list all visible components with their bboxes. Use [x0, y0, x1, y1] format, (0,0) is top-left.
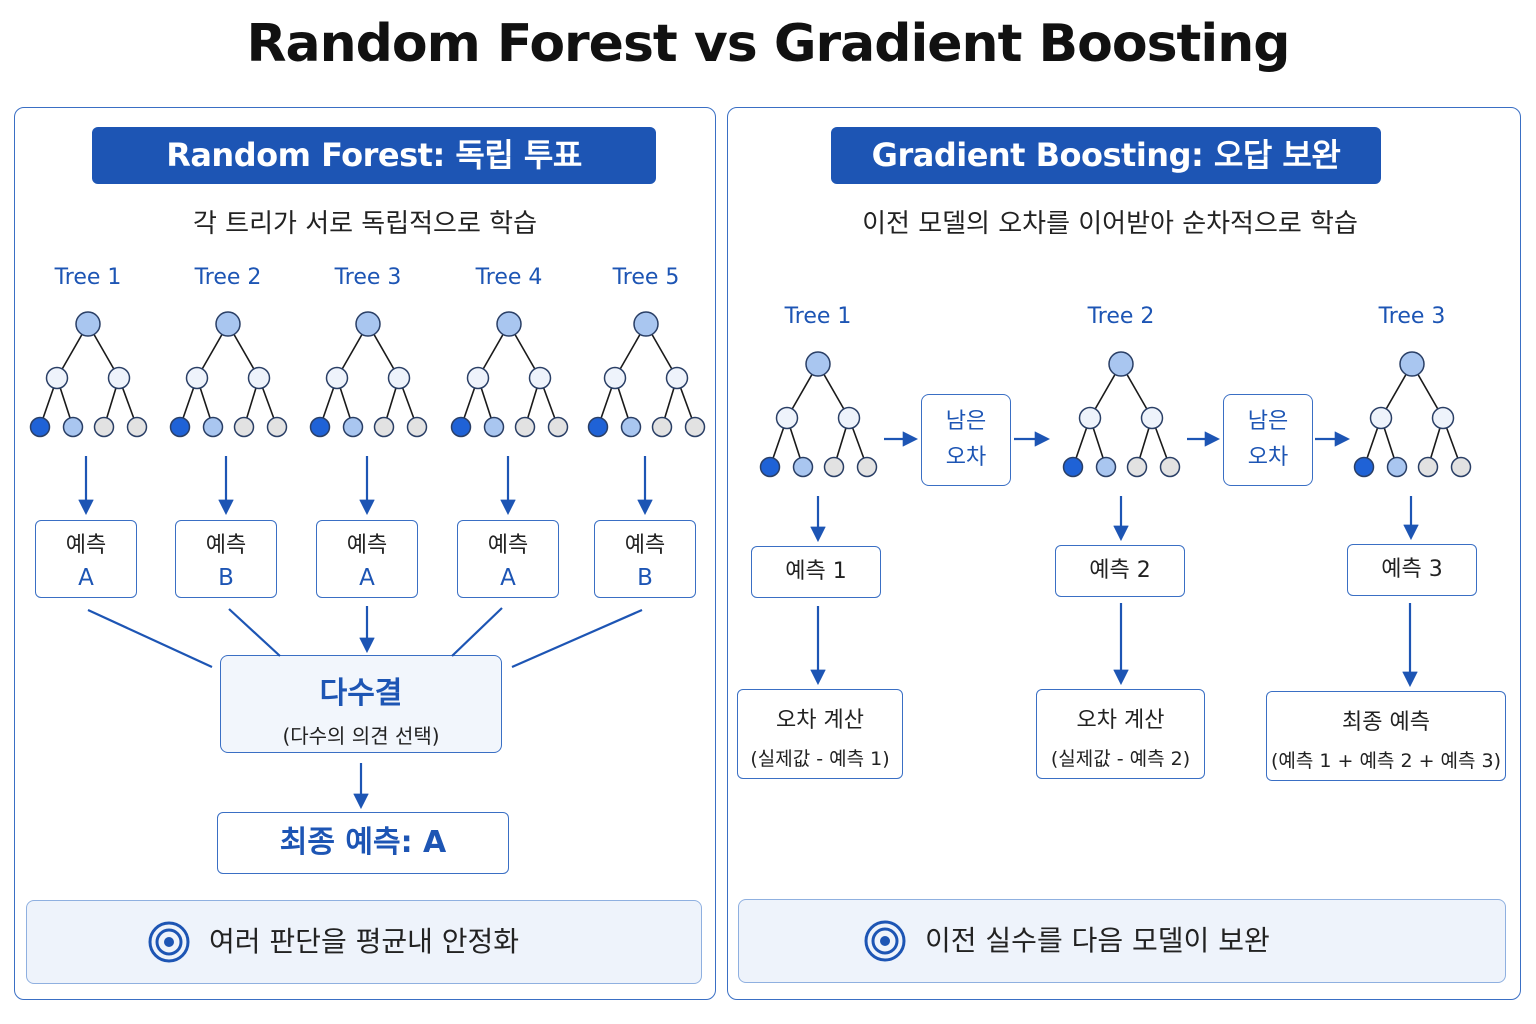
residual-error-box: 남은 오차 [1223, 394, 1313, 486]
gb-error-box: 오차 계산 (실제값 - 예측 2) [1036, 689, 1205, 779]
rf-tree-label: Tree 2 [194, 265, 262, 290]
target-icon [864, 920, 906, 962]
error-subtitle: (실제값 - 예측 1) [750, 748, 890, 770]
majority-vote-box: 다수결 (다수의 의견 선택) [220, 655, 502, 753]
residual-line: 남은 [1247, 409, 1289, 434]
final-subtitle: (예측 1 + 예측 2 + 예측 3) [1270, 750, 1502, 772]
gb-prediction-box: 예측 3 [1347, 544, 1477, 596]
error-subtitle: (실제값 - 예측 2) [1050, 748, 1191, 770]
rf-prediction-box: 예측 B [175, 520, 277, 598]
prediction-title: 예측 [624, 533, 666, 558]
gb-prediction-box: 예측 1 [751, 546, 881, 598]
gb-tree-label: Tree 3 [1378, 304, 1446, 329]
rf-prediction-box: 예측 A [316, 520, 418, 598]
majority-vote-title: 다수결 [319, 676, 403, 711]
rf-prediction-box: 예측 B [594, 520, 696, 598]
rf-tree-label: Tree 5 [612, 265, 680, 290]
gb-final-box: 최종 예측 (예측 1 + 예측 2 + 예측 3) [1266, 691, 1506, 781]
gb-error-box: 오차 계산 (실제값 - 예측 1) [737, 689, 903, 779]
prediction-value: A [78, 565, 94, 591]
rf-footer: 여러 판단을 평균내 안정화 [26, 900, 702, 984]
majority-vote-subtitle: (다수의 의견 선택) [282, 724, 440, 748]
rf-final-prediction-box: 최종 예측: A [217, 812, 509, 874]
rf-subtitle: 각 트리가 서로 독립적으로 학습 [192, 209, 538, 239]
final-title: 최종 예측 [1342, 710, 1430, 735]
gb-header: Gradient Boosting: 오답 보완 [831, 127, 1381, 184]
residual-line: 오차 [1247, 445, 1289, 470]
rf-tree-label: Tree 1 [54, 265, 122, 290]
prediction-title: 예측 [487, 533, 529, 558]
residual-error-box: 남은 오차 [921, 394, 1011, 486]
prediction-value: B [218, 565, 234, 591]
prediction-value: A [500, 565, 516, 591]
gb-tree-label: Tree 1 [784, 304, 852, 329]
prediction-title: 예측 [205, 533, 247, 558]
page-title: Random Forest vs Gradient Boosting [246, 14, 1291, 74]
gb-prediction-box: 예측 2 [1055, 545, 1185, 597]
target-icon [148, 921, 190, 963]
error-title: 오차 계산 [776, 708, 864, 733]
prediction-value: B [637, 565, 653, 591]
prediction-value: A [359, 565, 375, 591]
rf-tree-label: Tree 4 [475, 265, 543, 290]
prediction-title: 예측 [346, 533, 388, 558]
rf-prediction-box: 예측 A [35, 520, 137, 598]
residual-line: 남은 [945, 409, 987, 434]
rf-prediction-box: 예측 A [457, 520, 559, 598]
gb-footer-text: 이전 실수를 다음 모델이 보완 [925, 924, 1270, 957]
rf-header: Random Forest: 독립 투표 [92, 127, 656, 184]
prediction-title: 예측 [65, 533, 107, 558]
gb-tree-label: Tree 2 [1087, 304, 1155, 329]
rf-footer-text: 여러 판단을 평균내 안정화 [209, 925, 520, 958]
gb-footer: 이전 실수를 다음 모델이 보완 [738, 899, 1506, 983]
gb-subtitle: 이전 모델의 오차를 이어받아 순차적으로 학습 [862, 209, 1358, 239]
rf-tree-label: Tree 3 [334, 265, 402, 290]
error-title: 오차 계산 [1076, 708, 1165, 733]
residual-line: 오차 [945, 445, 987, 470]
